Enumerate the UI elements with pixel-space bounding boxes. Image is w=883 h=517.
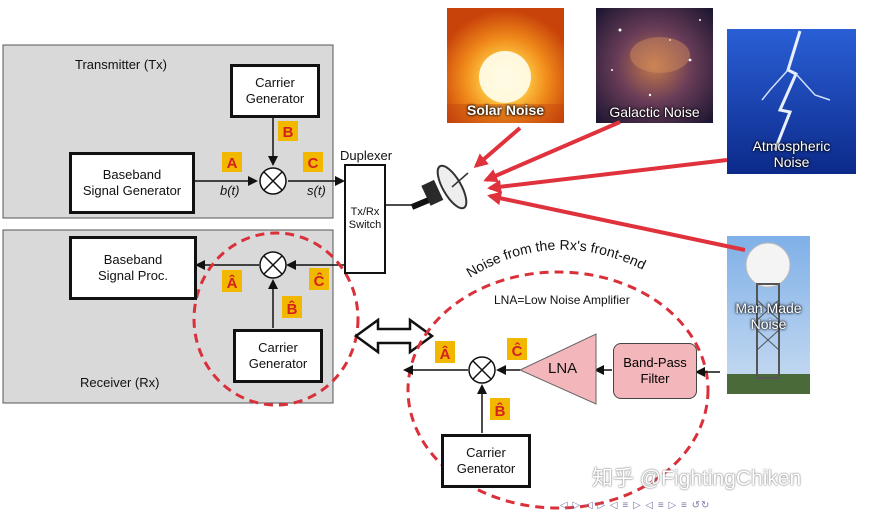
tx-rx-switch: Tx/Rx Switch <box>344 164 386 274</box>
rx-carrier-generator: Carrier Generator <box>233 329 323 383</box>
galactic-noise-image <box>596 8 713 123</box>
lna-caption: LNA=Low Noise Amplifier <box>494 293 630 307</box>
tx-carrier-generator: Carrier Generator <box>230 64 320 118</box>
fe-carrier-generator: Carrier Generator <box>441 434 531 488</box>
rx-front-end-highlight-circle <box>192 231 360 407</box>
atmospheric-noise-arrow <box>487 158 728 194</box>
man-made-noise-arrow <box>487 191 746 252</box>
solar-noise-label: Solar Noise <box>466 102 545 118</box>
band-pass-filter: Band-Pass Filter <box>613 343 697 399</box>
fe-badge-b: B̂ <box>490 398 510 420</box>
front-end-circle <box>406 270 710 510</box>
tx-badge-c: C <box>303 152 323 172</box>
fe-badge-a: Â <box>435 341 455 363</box>
atmospheric-noise-box: Atmospheric Noise <box>727 136 856 174</box>
man-made-noise-label: Man Made Noise <box>735 300 802 333</box>
lna-triangle <box>518 333 597 405</box>
duplexer-label: Duplexer <box>340 148 393 163</box>
man-made-noise-image <box>727 236 810 394</box>
fe-badge-c: Ĉ <box>507 338 527 360</box>
watermark-text: 知乎 @FightingChiken <box>592 467 802 490</box>
tx-badge-a: A <box>222 152 242 172</box>
antenna-dish <box>410 164 469 210</box>
tx-badge-b: B <box>278 121 298 141</box>
rx-badge-c: Ĉ <box>309 268 329 290</box>
solar-noise-box: Solar Noise <box>447 100 564 123</box>
slide-navigation-symbols[interactable]: ◁ ▷ ◁ ▷ ◁ ≡ ▷ ◁ ≡ ▷ ≡ ↺↻ <box>560 500 711 511</box>
atmospheric-noise-image <box>727 29 856 174</box>
zoom-double-arrow <box>353 317 435 355</box>
rx-badge-b: B̂ <box>282 296 302 318</box>
galactic-noise-box: Galactic Noise <box>596 102 713 125</box>
man-made-noise-box: Man Made Noise <box>727 298 810 336</box>
lna-label: LNA <box>548 360 578 377</box>
signal-s-label: s(t) <box>307 183 326 198</box>
rx-baseband-signal-proc: Baseband Signal Proc. <box>69 236 197 300</box>
galactic-noise-arrow <box>483 120 621 183</box>
signal-b-label: b(t) <box>220 183 240 198</box>
rx-badge-a: Â <box>222 270 242 292</box>
tx-baseband-signal-generator: Baseband Signal Generator <box>69 152 195 214</box>
front-end-curved-title: Noise from the Rx's front-end <box>463 237 648 281</box>
solar-noise-image <box>447 8 564 123</box>
galactic-noise-label: Galactic Noise <box>609 104 700 120</box>
atmospheric-noise-label: Atmospheric Noise <box>752 138 831 171</box>
transmitter-title: Transmitter (Tx) <box>75 57 167 72</box>
solar-noise-arrow <box>473 126 522 168</box>
receiver-title: Receiver (Rx) <box>80 375 160 390</box>
